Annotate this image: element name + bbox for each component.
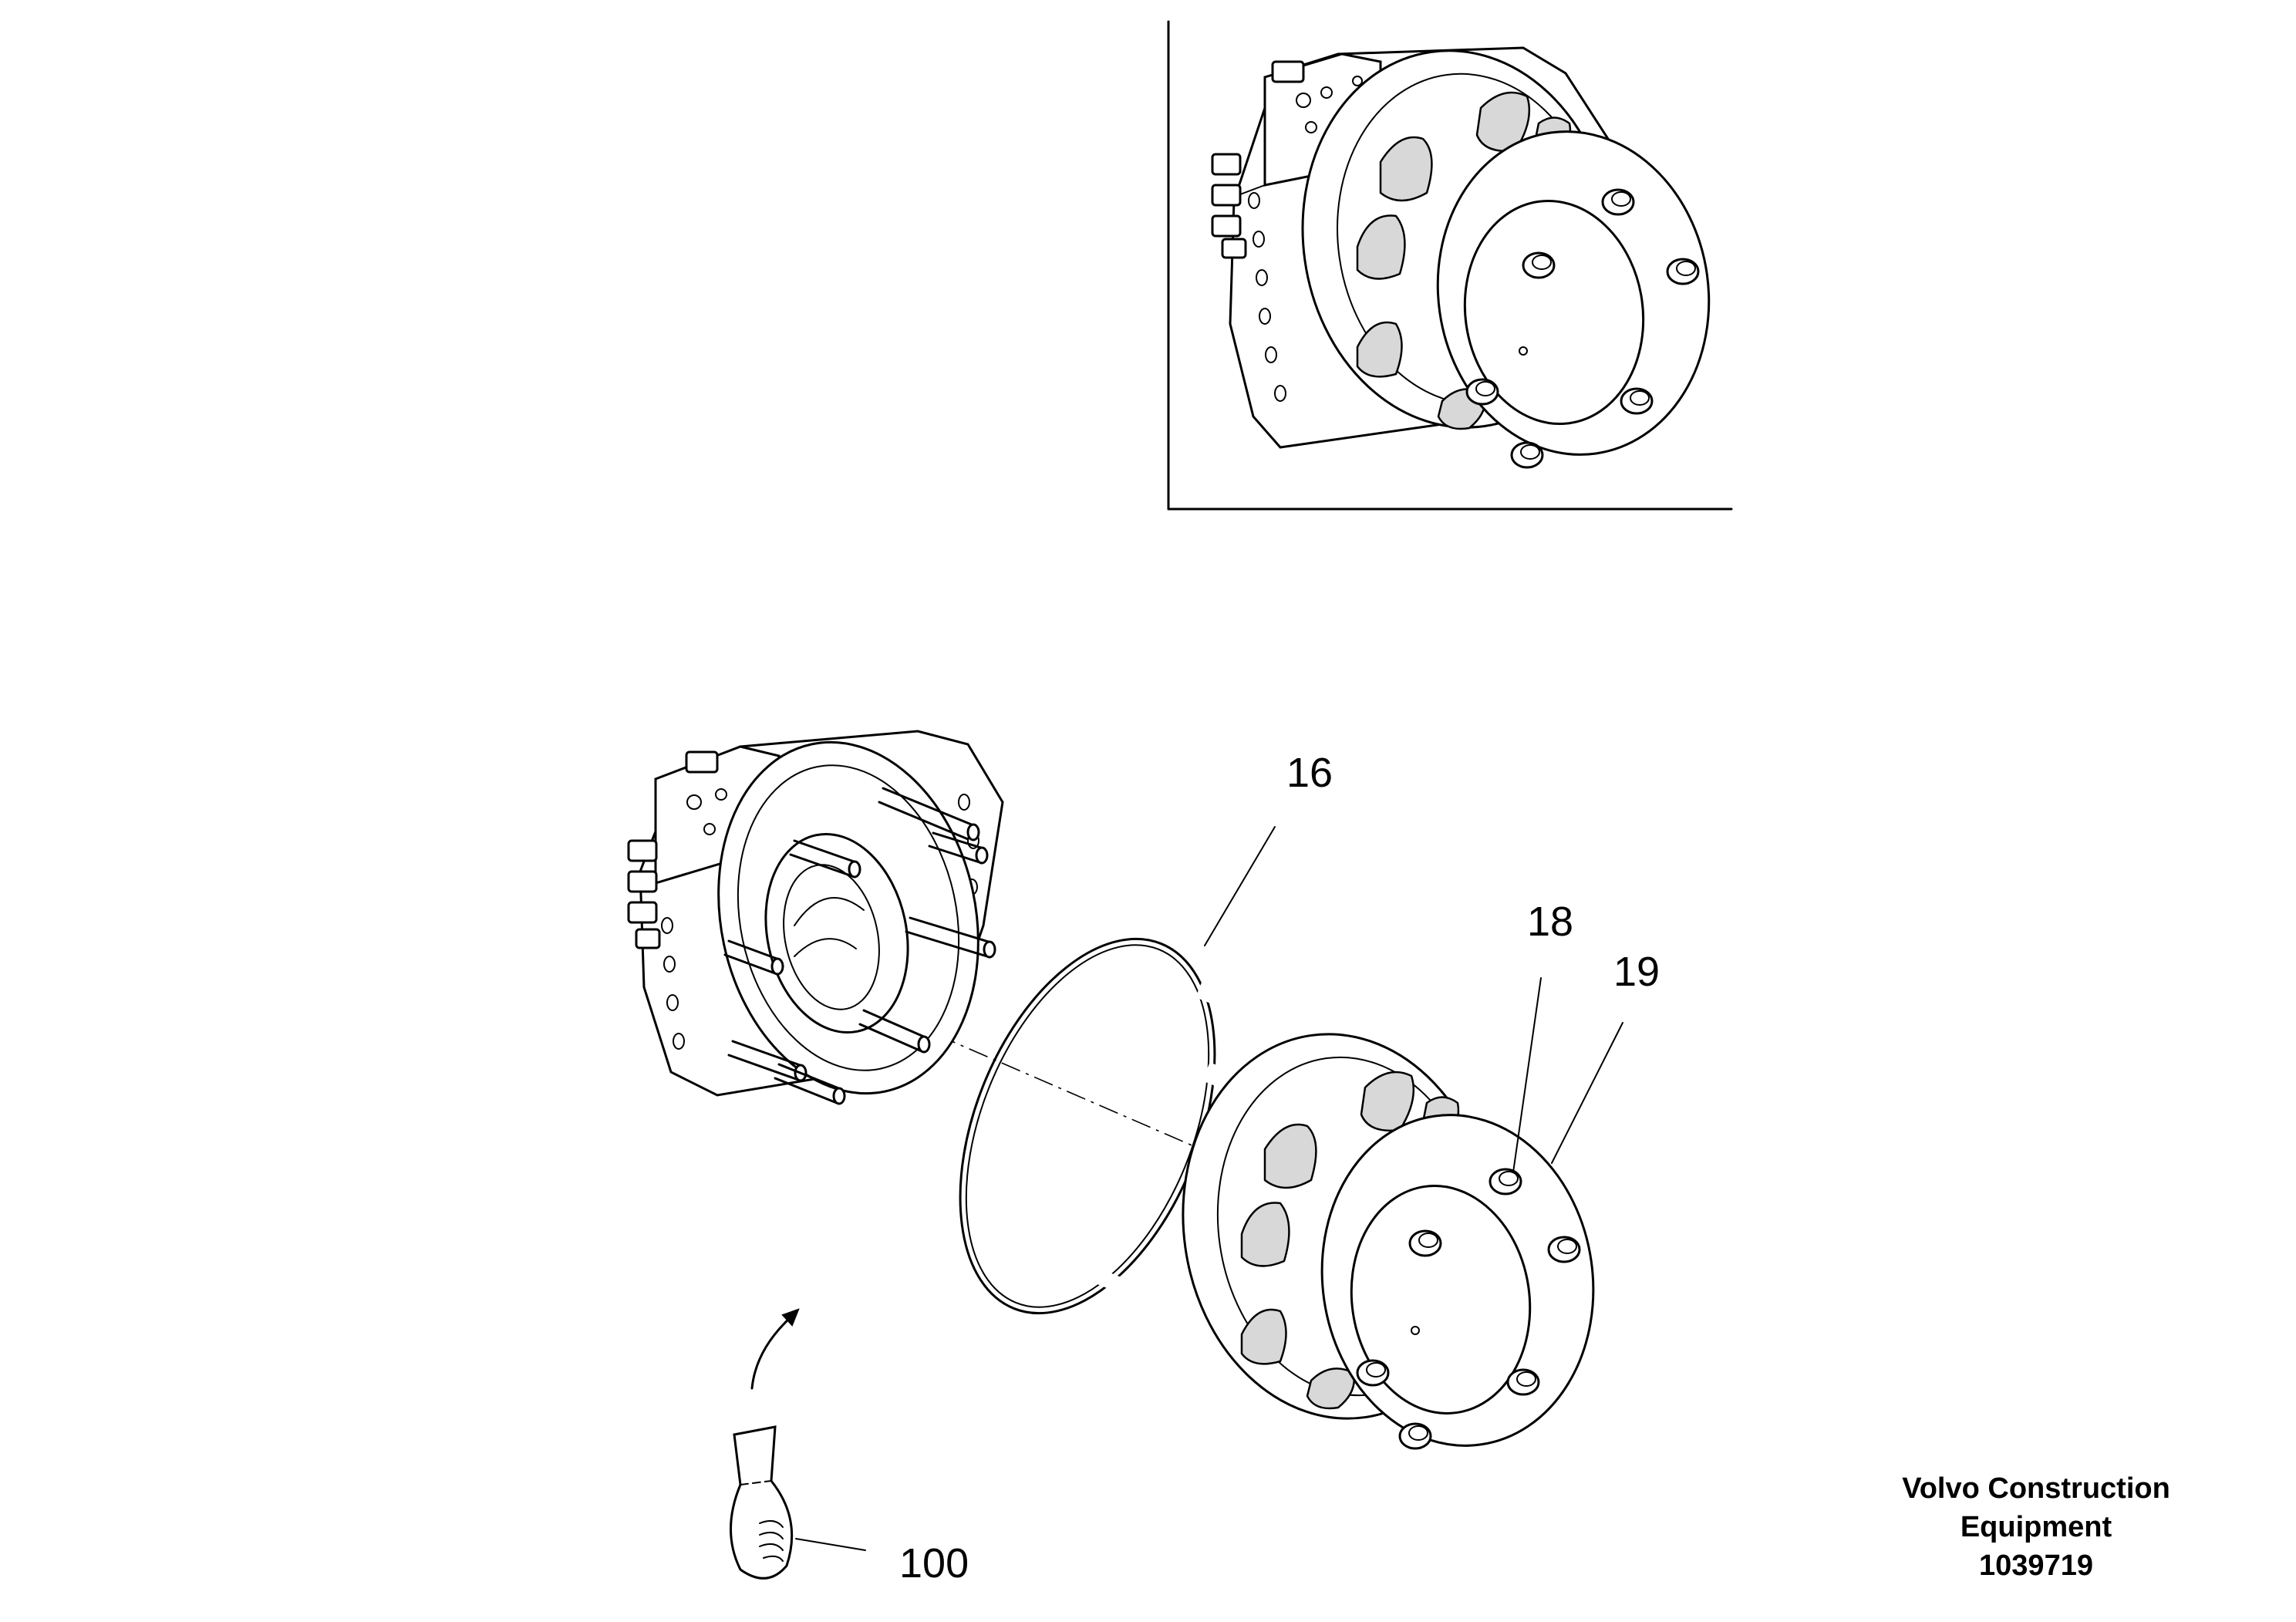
leader-18 — [1512, 977, 1542, 1173]
hub-cover — [1320, 1114, 1595, 1447]
inset-hub-cover — [1436, 130, 1711, 469]
brake-drum-assembly — [1182, 1033, 1595, 1450]
inset-frame — [1167, 20, 1733, 511]
inset-bolts — [1465, 188, 1700, 469]
manufacturer-block: Volvo Construction Equipment 1039719 — [1843, 1469, 2229, 1585]
grease-tube — [730, 1425, 794, 1580]
callout-16: 16 — [1286, 750, 1333, 796]
callout-18: 18 — [1527, 899, 1573, 945]
apply-arrow — [750, 1308, 800, 1390]
motor-housing — [627, 730, 1004, 1105]
hub-bolts — [1356, 1168, 1581, 1450]
callout-19: 19 — [1613, 949, 1660, 995]
assembled-view-inset — [1167, 20, 1733, 511]
leader-16 — [1204, 826, 1276, 946]
manufacturer-name-line2: Equipment — [1960, 1511, 2112, 1543]
document-number: 1039719 — [1979, 1549, 2093, 1582]
callout-100: 100 — [899, 1540, 969, 1587]
leader-19 — [1551, 1022, 1623, 1164]
leader-100 — [795, 1538, 866, 1551]
wheel-studs — [723, 787, 996, 1105]
manufacturer-name-line1: Volvo Construction — [1902, 1472, 2170, 1505]
